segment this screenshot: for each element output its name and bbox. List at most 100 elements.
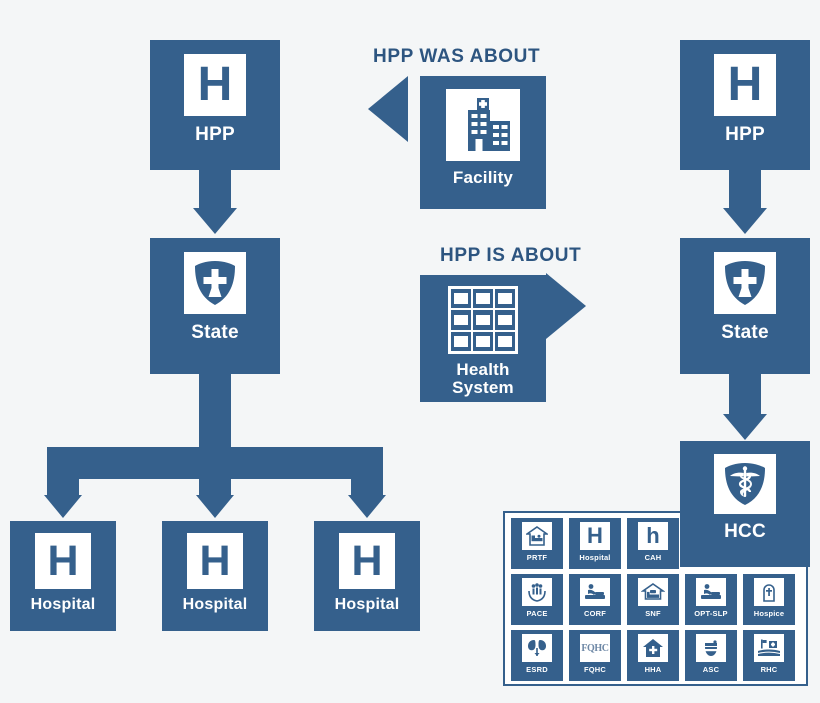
facility-cell-fqhc[interactable]: FQHC FQHC [569, 630, 621, 681]
shield-state-icon [714, 252, 776, 314]
facility-type-grid-panel: PRTF H Hospital h CAH [503, 511, 808, 686]
facility-cell-snf[interactable]: SNF [627, 574, 679, 625]
hands-people-glyph [528, 583, 546, 602]
mini-tile-icon [476, 293, 490, 304]
headstone-icon [754, 578, 784, 606]
facility-grid-row: PACE CORF [511, 574, 800, 625]
lowercase-h-icon: h [638, 522, 668, 550]
node-state-right: State [680, 238, 810, 374]
node-hospital-2: H Hospital [162, 521, 268, 631]
mini-tile-icon [498, 314, 512, 326]
facility-cell-label: OPT-SLP [694, 609, 728, 618]
facility-building-icon [446, 89, 520, 161]
facility-cell-esrd[interactable]: ESRD [511, 630, 563, 681]
connector-hpp-state-right [729, 170, 761, 210]
mini-cell [451, 331, 471, 351]
facility-grid-row: ESRD FQHC FQHC HHA [511, 630, 800, 681]
shield-state-glyph [725, 261, 765, 305]
facility-cell-hospice[interactable]: Hospice [743, 574, 795, 625]
mini-cell [495, 289, 515, 309]
arrow-down-icon [723, 414, 767, 440]
facility-cell-asc[interactable]: ASC [685, 630, 737, 681]
mini-cell [495, 331, 515, 351]
facility-cell-prtf[interactable]: PRTF [511, 518, 563, 569]
facility-cell-label: ESRD [526, 665, 548, 674]
headstone-glyph [763, 584, 775, 602]
node-label: HCC [724, 521, 766, 542]
node-label: Facility [452, 168, 514, 187]
facility-cell-cah[interactable]: h CAH [627, 518, 679, 569]
node-hospital-3: H Hospital [314, 521, 420, 631]
facility-cell-rhc[interactable]: RHC [743, 630, 795, 681]
node-hpp-left: H HPP [150, 40, 280, 170]
mini-cell [473, 331, 493, 351]
hands-people-icon [522, 578, 552, 606]
hospital-h-icon: H [339, 533, 395, 589]
house-bed-icon [522, 522, 552, 550]
mini-tile-icon [498, 336, 512, 347]
node-label: Hospital [30, 596, 96, 613]
mini-cell [451, 310, 471, 330]
node-label: Hospital [182, 596, 248, 613]
arrow-down-icon [348, 495, 386, 518]
shield-state-icon [184, 252, 246, 314]
mini-tile-icon [454, 314, 468, 326]
facility-cell-hha[interactable]: HHA [627, 630, 679, 681]
connector-branch-stem-3 [351, 447, 383, 497]
facility-cell-label: FQHC [583, 665, 607, 674]
heading-hpp-was-about: HPP WAS ABOUT [373, 46, 541, 67]
mini-cell [495, 310, 515, 330]
hospital-h-icon: H [35, 533, 91, 589]
node-hospital-1: H Hospital [10, 521, 116, 631]
facility-grid-row: PRTF H Hospital h CAH [511, 518, 800, 569]
hospital-h-icon: H [187, 533, 243, 589]
fqhc-text-icon: FQHC [580, 634, 610, 662]
arrow-down-icon [44, 495, 82, 518]
mini-cell [473, 289, 493, 309]
node-facility: Facility [420, 76, 546, 209]
capital-h-icon: H [580, 522, 610, 550]
facility-cell-label: PACE [526, 609, 548, 618]
health-system-grid-icon [448, 286, 518, 354]
facility-cell-label: CAH [644, 553, 662, 562]
facility-cell-label: PRTF [526, 553, 548, 562]
mini-cell [473, 310, 493, 330]
arrow-down-icon [193, 208, 237, 234]
mini-tile-icon [454, 293, 468, 304]
shield-caduceus-icon [714, 454, 776, 514]
rural-clinic-glyph [757, 639, 781, 656]
mini-tile-icon [498, 293, 512, 304]
node-state-left: State [150, 238, 280, 374]
house-plus-icon [638, 634, 668, 662]
therapy-glyph [701, 584, 721, 599]
arrow-down-icon [196, 495, 234, 518]
node-label: HPP [725, 124, 765, 145]
shield-state-glyph [195, 261, 235, 305]
facility-cell-corf[interactable]: CORF [569, 574, 621, 625]
facility-cell-label: Hospital [579, 553, 611, 562]
facility-cell-label: ASC [702, 665, 720, 674]
facility-cell-label: Hospice [753, 609, 785, 618]
house-bed-roof-icon [638, 578, 668, 606]
facility-cell-hospital[interactable]: H Hospital [569, 518, 621, 569]
facility-cell-label: RHC [760, 665, 778, 674]
house-bed-glyph [526, 526, 548, 546]
shield-caduceus-glyph [725, 463, 765, 505]
facility-cell-label: HHA [644, 665, 662, 674]
house-bed-roof-glyph [641, 583, 665, 600]
kidneys-icon [522, 634, 552, 662]
facility-cell-opt-slp[interactable]: OPT-SLP [685, 574, 737, 625]
facility-cell-label: CORF [583, 609, 607, 618]
mini-cell [451, 289, 471, 309]
therapy-icon [580, 578, 610, 606]
arrow-right-icon [546, 273, 586, 339]
facility-building-glyph [468, 98, 510, 151]
mini-tile-icon [454, 336, 468, 347]
facility-cell-pace[interactable]: PACE [511, 574, 563, 625]
node-label: Hospital [334, 596, 400, 613]
therapy-glyph [585, 584, 605, 599]
mini-tile-icon [476, 336, 490, 347]
node-label: State [721, 322, 769, 343]
mini-tile-icon [476, 314, 490, 326]
house-plus-glyph [643, 639, 663, 657]
